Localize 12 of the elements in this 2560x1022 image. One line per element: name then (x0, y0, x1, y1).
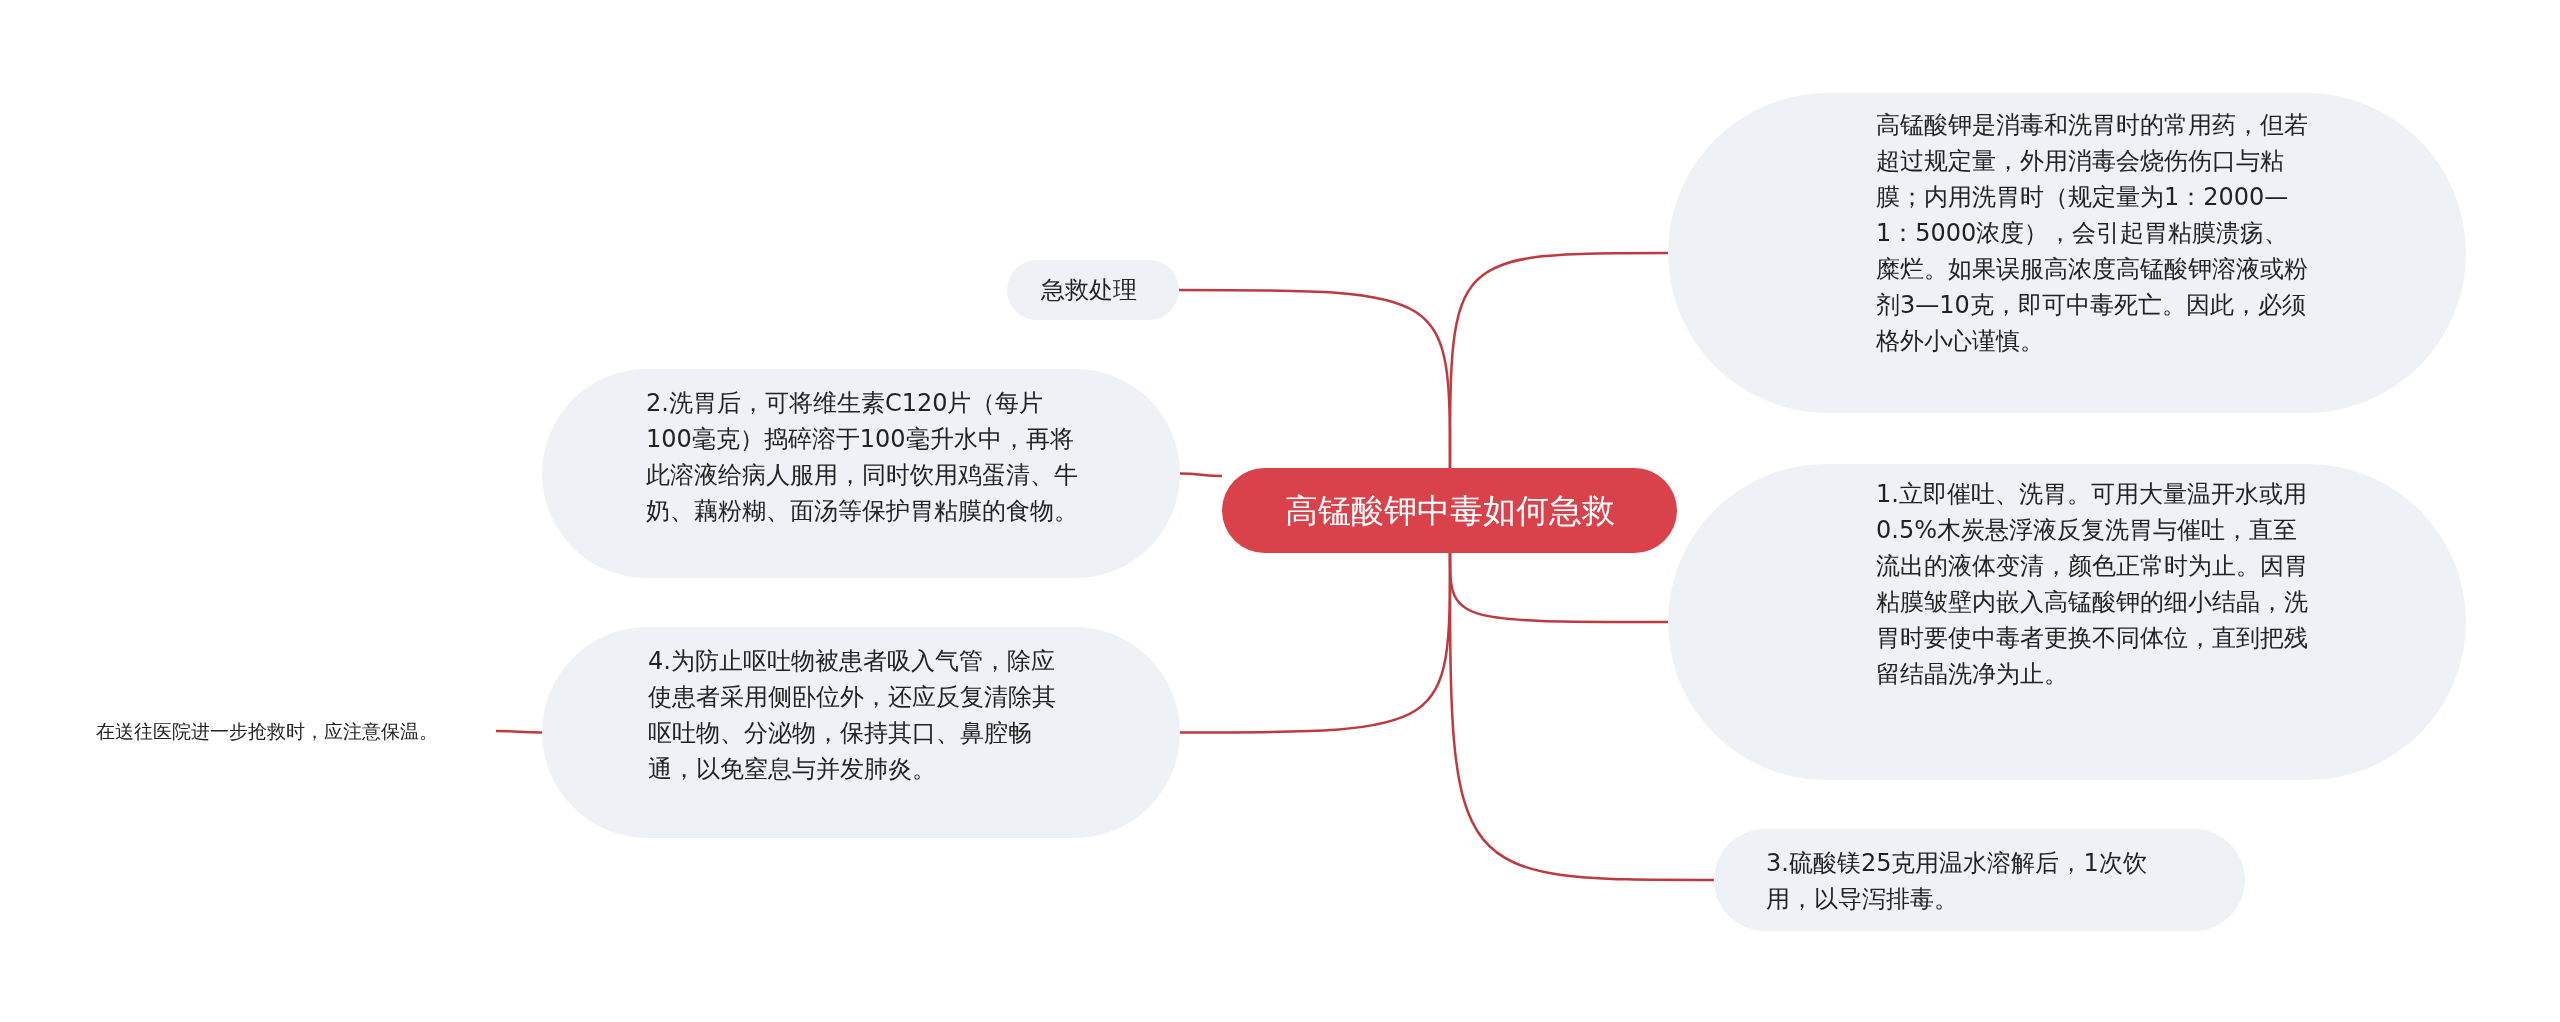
topic-text: 急救处理 (1041, 275, 1138, 306)
branch-line (1448, 553, 1714, 882)
branch-line (496, 729, 542, 734)
central-topic: 高锰酸钾中毒如何急救 (1222, 468, 1677, 553)
topic-text: 1.立即催吐、洗胃。可用大量温开水或用0.5%木炭悬浮液反复洗胃与催吐，直至流出的液体变清，颜色正常时为止。因胃粘膜皱壁内嵌入高锰酸钾的细小结晶，洗胃时要使中毒者更换不同体位，直到把残留结晶洗净为止。 (1876, 479, 2308, 690)
note-text: 在送往医院进一步抢救时，应注意保温。 (96, 716, 496, 746)
topic-text: 2.洗胃后，可将维生素C120片（每片100毫克）捣碎溶于100毫升水中，再将此溶液给病人服用，同时饮用鸡蛋清、牛奶、藕粉糊、面汤等保护胃粘膜的食物。 (646, 388, 1079, 527)
branch-line (1448, 251, 1668, 468)
topic-text: 4.为防止呕吐物被患者吸入气管，除应使患者采用侧卧位外，还应反复清除其呕吐物、分泌物，保持其口、鼻腔畅通，以免窒息与并发肺炎。 (648, 646, 1057, 785)
topic-text: 高锰酸钾是消毒和洗胃时的常用药，但若超过规定量，外用消毒会烧伤伤口与粘膜；内用洗胃时（规定量为1：2000—1：5000浓度），会引起胃粘膜溃疡、糜烂。如果误服高浓度高锰酸钾溶液或粉剂3—10克，即可中毒死亡。因此，必须格外小心谨慎。 (1876, 110, 2308, 357)
topic-text: 3.硫酸镁25克用温水溶解后，1次饮用，以导泻排毒。 (1766, 848, 2148, 915)
branch-line (1180, 472, 1222, 478)
